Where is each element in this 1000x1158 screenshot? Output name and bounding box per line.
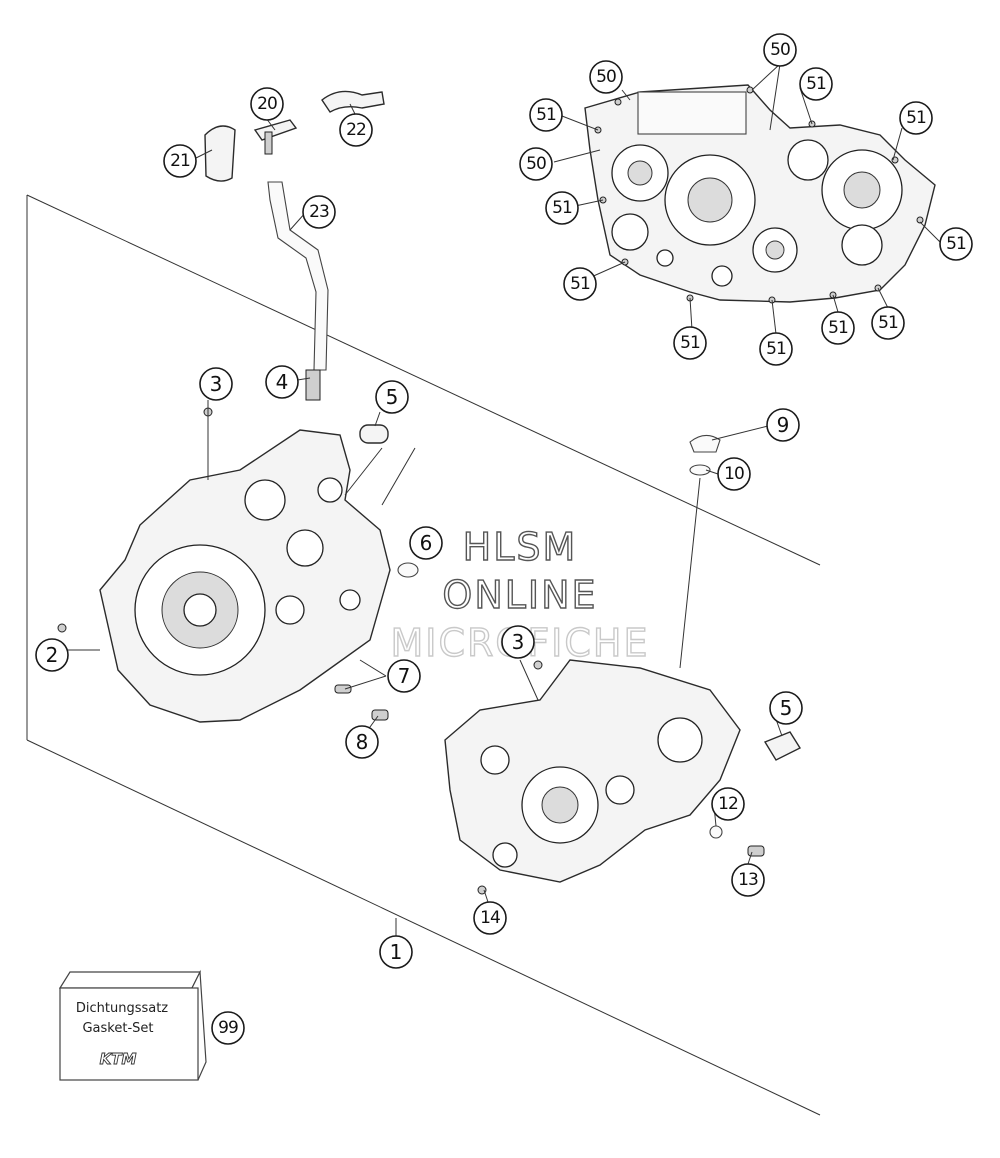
callout-51-j: 51 <box>871 306 905 340</box>
svg-text:6: 6 <box>420 531 433 555</box>
svg-text:51: 51 <box>946 234 966 254</box>
svg-text:5: 5 <box>780 696 793 720</box>
svg-text:51: 51 <box>536 105 556 125</box>
callout-50-a: 50 <box>589 60 623 94</box>
svg-text:50: 50 <box>770 40 790 60</box>
callout-9: 9 <box>766 408 800 442</box>
callout-50-c: 50 <box>519 147 553 181</box>
callout-10: 10 <box>717 457 751 491</box>
callout-51-e: 51 <box>939 227 973 261</box>
callout-23: 23 <box>302 195 336 229</box>
crankcase-right-half <box>444 434 802 895</box>
svg-text:50: 50 <box>596 67 616 87</box>
callout-2: 2 <box>35 638 69 672</box>
svg-text:51: 51 <box>806 74 826 94</box>
gasket-box-logo: KTM <box>100 1050 137 1068</box>
svg-text:4: 4 <box>276 370 289 394</box>
watermark-line1: HLSM <box>463 525 578 569</box>
gasket-set-box: Dichtungssatz Gasket-Set KTM <box>58 969 207 1081</box>
callout-5-left: 5 <box>375 380 409 414</box>
svg-text:51: 51 <box>828 318 848 338</box>
svg-text:99: 99 <box>218 1018 238 1038</box>
svg-text:13: 13 <box>738 870 758 890</box>
callout-6: 6 <box>409 526 443 560</box>
svg-text:51: 51 <box>570 274 590 294</box>
callout-5-right: 5 <box>769 691 803 725</box>
callout-4: 4 <box>265 365 299 399</box>
svg-text:51: 51 <box>680 333 700 353</box>
svg-text:3: 3 <box>210 372 223 396</box>
svg-text:1: 1 <box>390 940 403 964</box>
svg-text:12: 12 <box>718 794 738 814</box>
callout-3-left: 3 <box>199 367 233 401</box>
callout-51-h: 51 <box>759 332 793 366</box>
svg-text:7: 7 <box>398 664 411 688</box>
callout-20: 20 <box>250 87 284 121</box>
svg-text:8: 8 <box>356 730 369 754</box>
callout-22: 22 <box>339 113 373 147</box>
svg-text:21: 21 <box>170 151 190 171</box>
callout-51-c: 51 <box>529 98 563 132</box>
callout-8: 8 <box>345 725 379 759</box>
callout-12: 12 <box>711 787 745 821</box>
assembly-frame <box>26 194 821 1116</box>
callout-1: 1 <box>379 935 413 969</box>
callout-51-a: 51 <box>799 67 833 101</box>
svg-text:10: 10 <box>724 464 744 484</box>
callout-3-right: 3 <box>501 625 535 659</box>
breather-parts <box>204 90 385 401</box>
callout-51-b: 51 <box>899 101 933 135</box>
callout-7: 7 <box>387 659 421 693</box>
gasket-box-line1: Dichtungssatz <box>76 1001 168 1016</box>
gasket-box-line2: Gasket-Set <box>82 1021 153 1036</box>
callout-14: 14 <box>473 901 507 935</box>
callout-51-f: 51 <box>563 267 597 301</box>
svg-text:3: 3 <box>512 630 525 654</box>
svg-text:50: 50 <box>526 154 546 174</box>
callouts: 20 21 22 23 3 4 5 6 2 7 8 9 10 3 5 12 13… <box>35 33 973 1045</box>
callout-50-b: 50 <box>763 33 797 67</box>
svg-text:2: 2 <box>46 643 59 667</box>
svg-text:20: 20 <box>257 94 277 114</box>
crankcase-inner-view <box>584 84 936 304</box>
callout-51-g: 51 <box>673 326 707 360</box>
svg-text:23: 23 <box>309 202 329 222</box>
callout-21: 21 <box>163 144 197 178</box>
svg-text:51: 51 <box>552 198 572 218</box>
crankcase-left-half <box>57 407 419 723</box>
callout-13: 13 <box>731 863 765 897</box>
svg-text:51: 51 <box>906 108 926 128</box>
svg-text:5: 5 <box>386 385 399 409</box>
callout-51-d: 51 <box>545 191 579 225</box>
callout-51-i: 51 <box>821 311 855 345</box>
watermark-line2: ONLINE <box>442 573 597 617</box>
callout-99: 99 <box>211 1011 245 1045</box>
svg-text:14: 14 <box>480 908 500 928</box>
svg-text:51: 51 <box>878 313 898 333</box>
svg-text:51: 51 <box>766 339 786 359</box>
svg-text:22: 22 <box>346 120 366 140</box>
svg-text:9: 9 <box>777 413 790 437</box>
